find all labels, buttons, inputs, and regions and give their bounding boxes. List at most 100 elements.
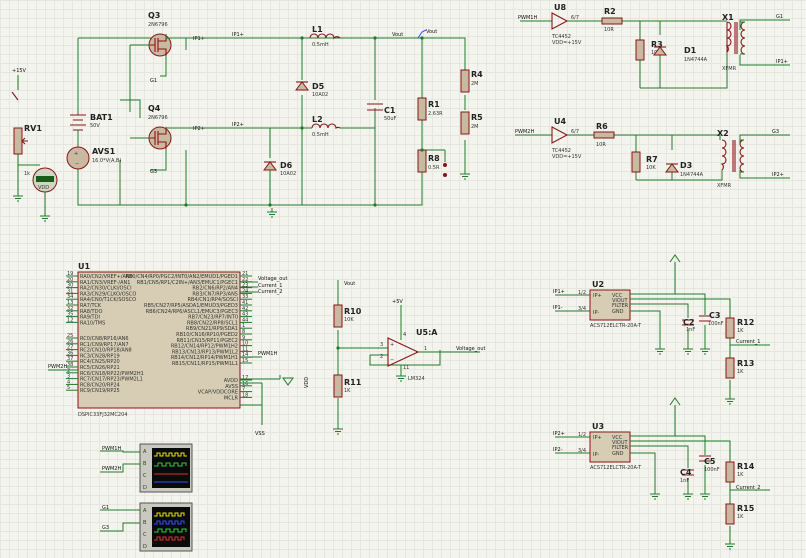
mcu-pin-name: RC7/CN17/RP23/PWM2L1 bbox=[80, 377, 143, 383]
svg-text:R7: R7 bbox=[646, 155, 658, 164]
mcu-pin-name: RB14/CN12/RP14/PWM1H1 bbox=[171, 355, 238, 361]
svg-text:D1: D1 bbox=[684, 46, 697, 55]
mcu-net-vss: VSS bbox=[255, 431, 265, 437]
mcu-pin-number: 18 bbox=[242, 392, 248, 398]
svg-text:C5: C5 bbox=[704, 457, 716, 466]
svg-text:100nF: 100nF bbox=[704, 467, 720, 473]
svg-text:B: B bbox=[143, 520, 147, 526]
capacitor-c5[interactable]: C5 100nF bbox=[699, 455, 720, 473]
bat1-ref: BAT1 bbox=[90, 113, 113, 122]
capacitor-c3[interactable]: C3 100nF bbox=[699, 311, 724, 327]
mcu-pin-number: 19 bbox=[67, 271, 73, 277]
net-label-g1: G1 bbox=[150, 78, 157, 84]
l1-ref: L1 bbox=[312, 25, 323, 34]
opamp-u5a[interactable]: +− 3 2 1 4 11 U5:A LM324 +5V Vout Voltag… bbox=[332, 280, 485, 435]
r4-ref: R4 bbox=[471, 70, 483, 79]
mcu-pin-name: RC8/CN20/RP24 bbox=[80, 382, 120, 388]
svg-text:6/7: 6/7 bbox=[571, 129, 579, 135]
mcu-pin-number: 41 bbox=[242, 300, 248, 306]
diode-d6[interactable]: D6 10A02 bbox=[263, 161, 296, 177]
svg-text:1K: 1K bbox=[737, 514, 744, 520]
vout-probe[interactable]: Vout Vout bbox=[392, 29, 437, 39]
voltage-source-avs1[interactable]: +− AVS1 16.0*V(A,B) bbox=[66, 146, 121, 170]
mcu-pin-name: RB9/CN21/RP9/SDA1 bbox=[186, 326, 238, 332]
svg-text:R14: R14 bbox=[737, 462, 755, 471]
svg-text:1K: 1K bbox=[737, 369, 744, 375]
capacitor-c2[interactable]: C2 1nF bbox=[682, 318, 695, 333]
voltmeter-vdd[interactable]: VDD bbox=[32, 167, 58, 222]
mcu-pin-number: 33 bbox=[242, 294, 248, 300]
diode-d5[interactable]: D5 10A02 bbox=[295, 81, 328, 98]
svg-text:G3: G3 bbox=[772, 129, 779, 135]
resistor-r4[interactable]: R4 2M bbox=[460, 69, 483, 93]
mcu-pin-name: RC9/CN19/RP25 bbox=[80, 388, 120, 394]
r5-value: 2M bbox=[471, 124, 479, 130]
net-label-g3: G3 bbox=[150, 169, 157, 175]
svg-text:U3: U3 bbox=[592, 422, 604, 431]
oscilloscope-1[interactable]: A B C D PWM1H PWM2H bbox=[100, 443, 193, 493]
current-sensor-u3[interactable]: U3 ACS712ELCTR-20A-T IP+ IP- VCC VIOUT F… bbox=[553, 397, 770, 550]
u4-part: TC4452 bbox=[551, 148, 571, 154]
mcu-pin-name: RB5/CN27/RP5/ASDA1/EMUD3/PGED3 bbox=[144, 303, 238, 309]
mcu-pin-name: RB2/CN6/RP2/AN4 bbox=[192, 286, 238, 292]
svg-text:VIOUT: VIOUT bbox=[612, 440, 628, 446]
resistor-r12[interactable]: R12 1K bbox=[725, 317, 754, 339]
svg-text:IP1+: IP1+ bbox=[776, 59, 788, 65]
inductor-l2[interactable]: L2 0.5mH bbox=[311, 115, 341, 138]
mosfet-q4[interactable]: Q4 2N6796 G3 IP2+ bbox=[130, 104, 205, 175]
resistor-r7[interactable]: R7 10K bbox=[631, 151, 658, 173]
q4-ref: Q4 bbox=[148, 104, 161, 113]
mcu-pin-number: 24 bbox=[242, 288, 248, 294]
mcu-pin-number: 26 bbox=[67, 339, 73, 345]
inductor-l1[interactable]: L1 0.5mH bbox=[309, 25, 341, 48]
mcu-pin-name: RC0/CN8/RP16/AN6 bbox=[80, 336, 129, 342]
resistor-r15[interactable]: R15 1K bbox=[725, 503, 755, 525]
mcu-pin-name: RA0/CN2/VREF+/AN0 bbox=[80, 274, 133, 280]
mcu-pin-name: RA8/TDO bbox=[80, 309, 102, 315]
mcu-pin-number: 15 bbox=[242, 358, 248, 364]
svg-text:D: D bbox=[143, 544, 147, 550]
resistor-r1[interactable]: R1 2.63R bbox=[417, 97, 443, 121]
resistor-r11[interactable]: R11 1K bbox=[333, 374, 362, 398]
mcu-pin-number: 43 bbox=[242, 312, 248, 318]
mosfet-q3[interactable]: Q3 2N6796 G1 IP1+ bbox=[129, 11, 205, 112]
resistor-r13[interactable]: R13 1K bbox=[725, 357, 754, 379]
mcu-pin-number: 22 bbox=[242, 277, 248, 283]
svg-text:10R: 10R bbox=[604, 27, 614, 33]
capacitor-c1[interactable]: C1 50uF bbox=[367, 103, 397, 122]
svg-text:C: C bbox=[143, 532, 147, 538]
q3-ref: Q3 bbox=[148, 11, 160, 20]
mcu-pin-name: RB4/CN1/RP4/SOSCI bbox=[188, 297, 238, 303]
mcu-pin-name: RA3/CN29/CLKO/OSCO bbox=[80, 291, 136, 297]
mcu-pin-name: RB8/CN22/RP8/SCL1 bbox=[187, 320, 238, 326]
rv1-ref: RV1 bbox=[24, 124, 42, 133]
svg-text:R6: R6 bbox=[596, 122, 608, 131]
capacitor-c4[interactable]: C4 1nF bbox=[680, 468, 694, 484]
zener-d3[interactable]: D3 1N4744A bbox=[665, 161, 704, 178]
avs1-ref: AVS1 bbox=[92, 147, 116, 156]
mcu-pin-number: 7 bbox=[242, 387, 245, 393]
mcu-pin-number: 9 bbox=[242, 335, 245, 341]
vout-net-label: Vout bbox=[392, 32, 403, 38]
mcu-pin-number: 32 bbox=[67, 306, 73, 312]
resistor-r6[interactable]: R6 10R bbox=[593, 122, 615, 148]
resistor-r14[interactable]: R14 1K bbox=[725, 461, 755, 483]
svg-text:A: A bbox=[143, 449, 147, 455]
r5-ref: R5 bbox=[471, 113, 483, 122]
resistor-r5[interactable]: R5 2M bbox=[460, 111, 483, 135]
oscilloscope-2[interactable]: A B C D G1 G3 bbox=[100, 502, 193, 552]
current-sensor-u2[interactable]: U2 ACS712ELCTR-20A-T IP+ IP- VCC VIOUT F… bbox=[553, 254, 770, 405]
svg-text:R2: R2 bbox=[604, 7, 616, 16]
transformer-x1[interactable]: X1 XFMR G1 IP1+ bbox=[660, 13, 788, 89]
svg-text:VCC: VCC bbox=[612, 293, 623, 299]
zener-d1[interactable]: D1 1N4744A bbox=[653, 46, 708, 63]
transformer-x2[interactable]: X2 XFMR G3 IP2+ bbox=[672, 129, 784, 189]
mcu-pin-name: RB11/CN15/RP11/PGEC2 bbox=[177, 338, 239, 344]
resistor-r10[interactable]: R10 10K bbox=[333, 304, 362, 328]
potentiometer-rv1[interactable]: RV1 1k +15V bbox=[11, 68, 42, 202]
r4-value: 2M bbox=[471, 81, 479, 87]
resistor-r2[interactable]: R2 10R bbox=[601, 7, 623, 33]
